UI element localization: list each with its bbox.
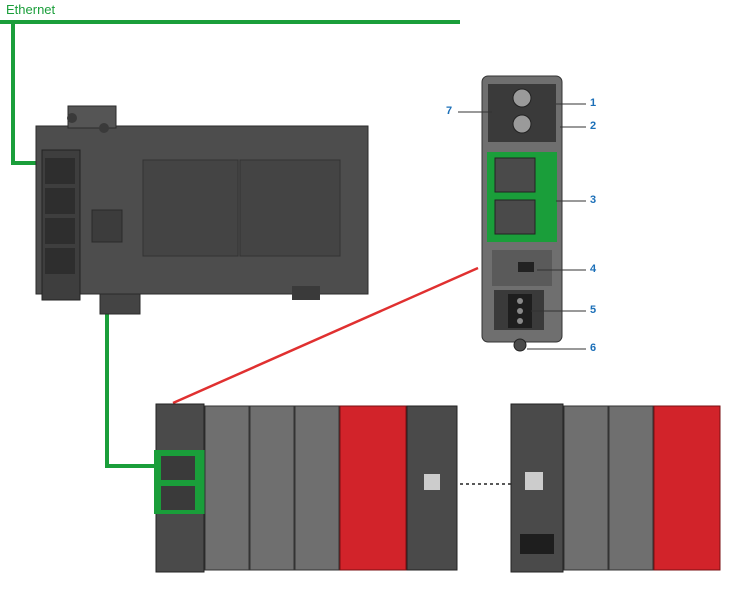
serial-link-line xyxy=(172,266,479,405)
callout-leaders xyxy=(458,103,586,350)
logic-controller xyxy=(35,105,369,315)
io-rack-left xyxy=(154,403,458,573)
io-rack-right xyxy=(510,403,721,573)
callout-1: 1 xyxy=(590,97,597,109)
callout-5: 5 xyxy=(590,304,597,316)
ethernet-label: Ethernet xyxy=(6,2,56,17)
callout-2: 2 xyxy=(590,120,597,132)
callout-4: 4 xyxy=(590,263,597,275)
callout-3: 3 xyxy=(590,194,597,206)
callout-6: 6 xyxy=(590,342,597,354)
ethernet-drop-to-controller xyxy=(11,22,43,165)
coupler-module-detail xyxy=(481,75,563,352)
callout-7: 7 xyxy=(446,105,453,117)
